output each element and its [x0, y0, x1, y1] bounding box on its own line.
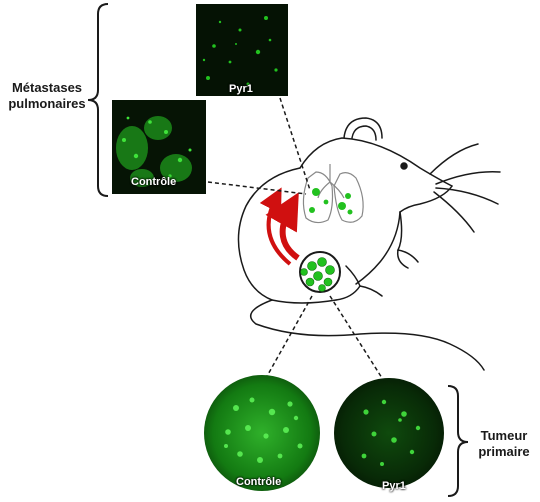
tumeur-line2: primaire: [478, 444, 530, 459]
lung-control-image: [112, 100, 206, 194]
dashed-connectors: [207, 97, 383, 379]
metastases-label: Métastases pulmonaires: [6, 80, 88, 112]
tumeur-label: Tumeur primaire: [470, 428, 538, 460]
tumeur-line1: Tumeur: [480, 428, 528, 443]
lung-pyr1-image: [196, 4, 288, 96]
tumor-pyr1-caption: Pyr1: [382, 480, 406, 492]
mouse-icon: [237, 117, 501, 371]
tumor-pyr1-image: [334, 378, 444, 488]
tumor-control-caption: Contrôle: [236, 476, 282, 488]
right-bracket: [447, 385, 469, 497]
lung-control-caption: Contrôle: [131, 176, 177, 188]
metastases-line2: pulmonaires: [8, 96, 86, 111]
tumor-icon: [299, 251, 341, 293]
metastasis-arrows: [259, 187, 300, 266]
tumor-control-image: [204, 375, 320, 491]
lung-pyr1-caption: Pyr1: [229, 83, 253, 95]
left-bracket: [87, 3, 109, 197]
metastases-line1: Métastases: [11, 80, 83, 95]
lungs-icon: [302, 164, 364, 224]
